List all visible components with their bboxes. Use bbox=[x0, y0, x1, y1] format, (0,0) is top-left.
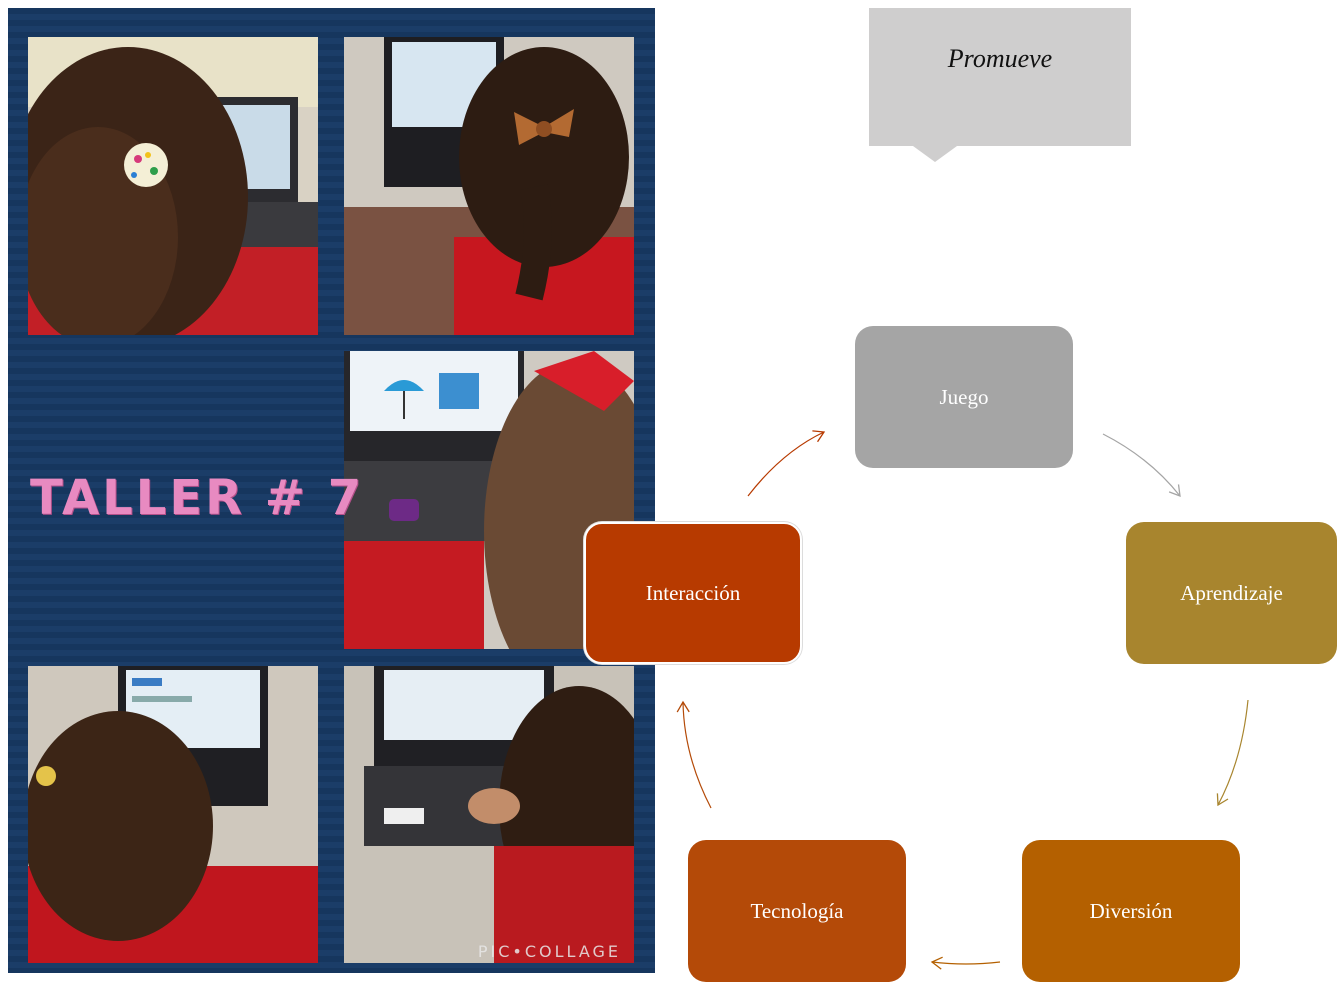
promueve-callout: Promueve bbox=[869, 8, 1131, 162]
cycle-node-aprendizaje: Aprendizaje bbox=[1126, 522, 1337, 664]
collage-title: TALLER # 7 bbox=[30, 470, 365, 526]
photo-child-computer-1 bbox=[28, 37, 318, 335]
arrow-tecnologia-interaccion bbox=[676, 700, 712, 809]
photo-collage: TALLER # 7 PIC•COLLAGE bbox=[8, 8, 655, 973]
photo-child-computer-5 bbox=[344, 666, 634, 963]
node-label-juego: Juego bbox=[939, 384, 989, 409]
node-label-diversion: Diversión bbox=[1089, 898, 1173, 923]
arrow-aprendizaje-diversion bbox=[1216, 699, 1249, 807]
cycle-node-interaccion: Interacción bbox=[584, 522, 802, 664]
node-label-aprendizaje: Aprendizaje bbox=[1180, 580, 1283, 605]
node-label-tecnologia: Tecnología bbox=[750, 898, 844, 923]
photo-child-computer-2 bbox=[344, 37, 634, 335]
arrow-diversion-tecnologia bbox=[930, 956, 1001, 970]
collage-watermark: PIC•COLLAGE bbox=[477, 942, 621, 961]
arrow-interaccion-juego bbox=[747, 430, 826, 497]
photo-child-computer-4 bbox=[28, 666, 318, 963]
node-label-interaccion: Interacción bbox=[645, 580, 741, 605]
cycle-node-diversion: Diversión bbox=[1022, 840, 1240, 982]
cycle-node-tecnologia: Tecnología bbox=[688, 840, 906, 982]
arrow-juego-aprendizaje bbox=[1102, 433, 1181, 497]
cycle-node-juego: Juego bbox=[855, 326, 1073, 468]
callout-label: Promueve bbox=[947, 44, 1053, 73]
